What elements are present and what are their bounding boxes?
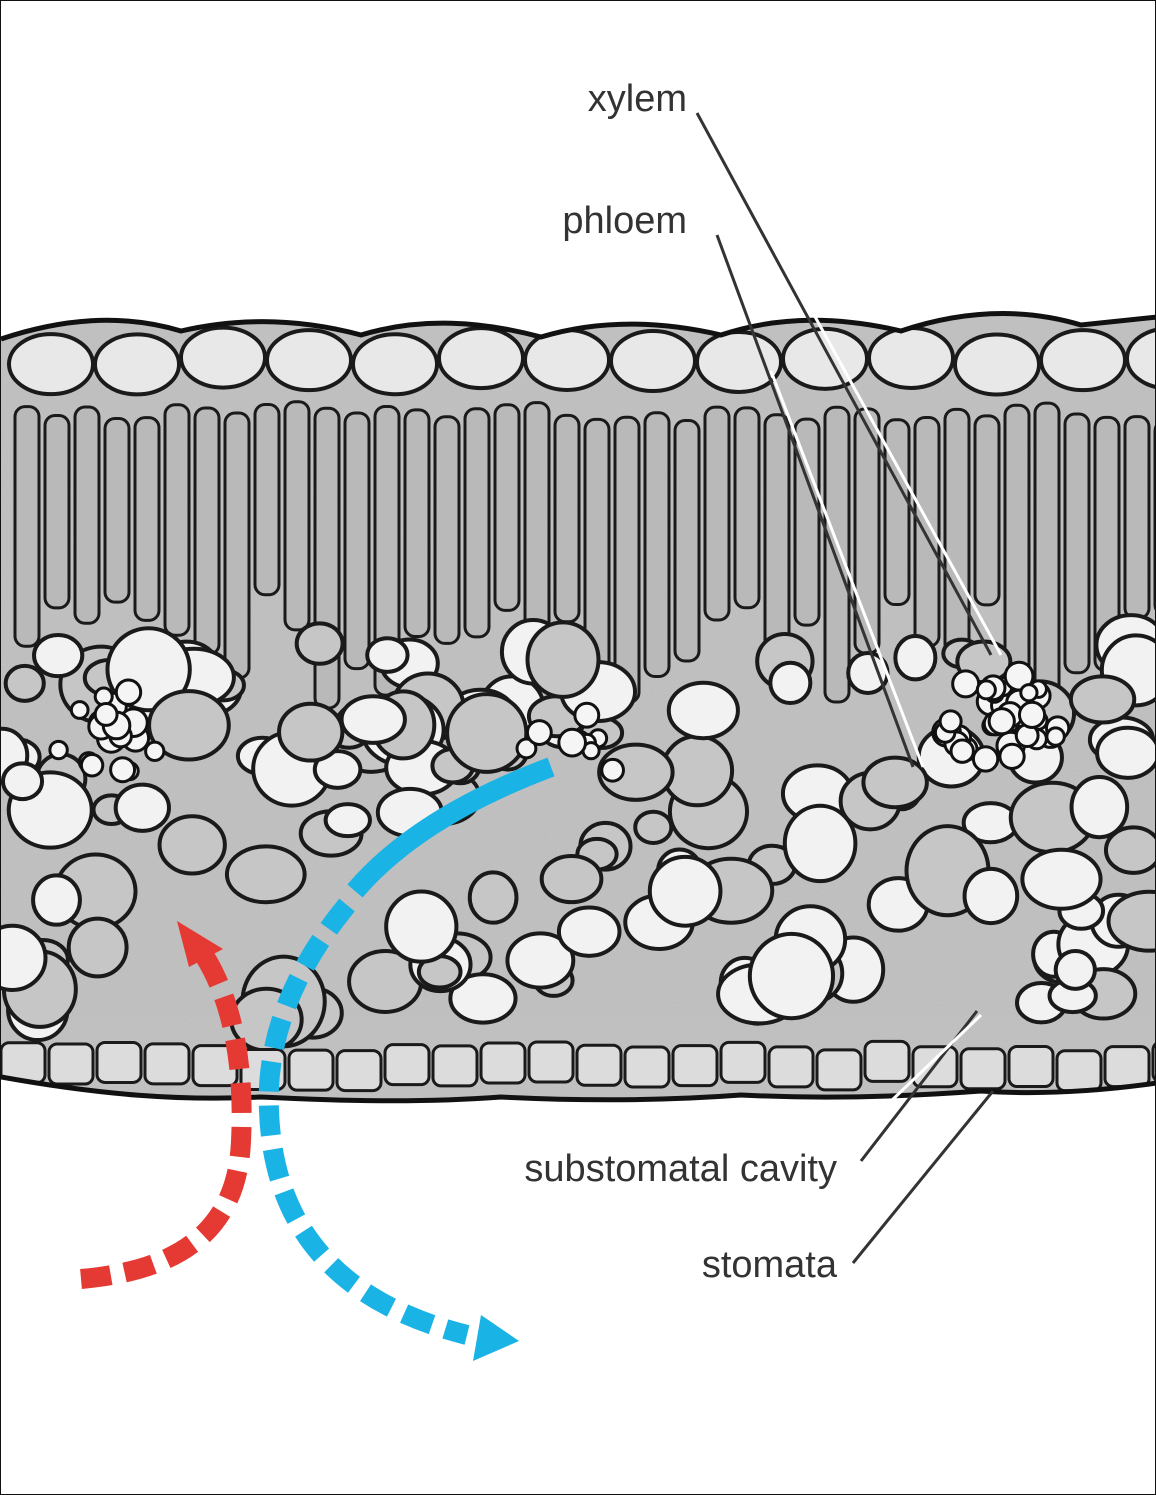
- label-phloem: phloem: [562, 200, 687, 242]
- stomata-leader-line: [853, 1091, 993, 1263]
- label-substomatal-cavity: substomatal cavity: [524, 1148, 837, 1190]
- outflow-arrowhead: [473, 1315, 519, 1361]
- label-xylem: xylem: [588, 78, 687, 120]
- label-stomata: stomata: [702, 1244, 838, 1286]
